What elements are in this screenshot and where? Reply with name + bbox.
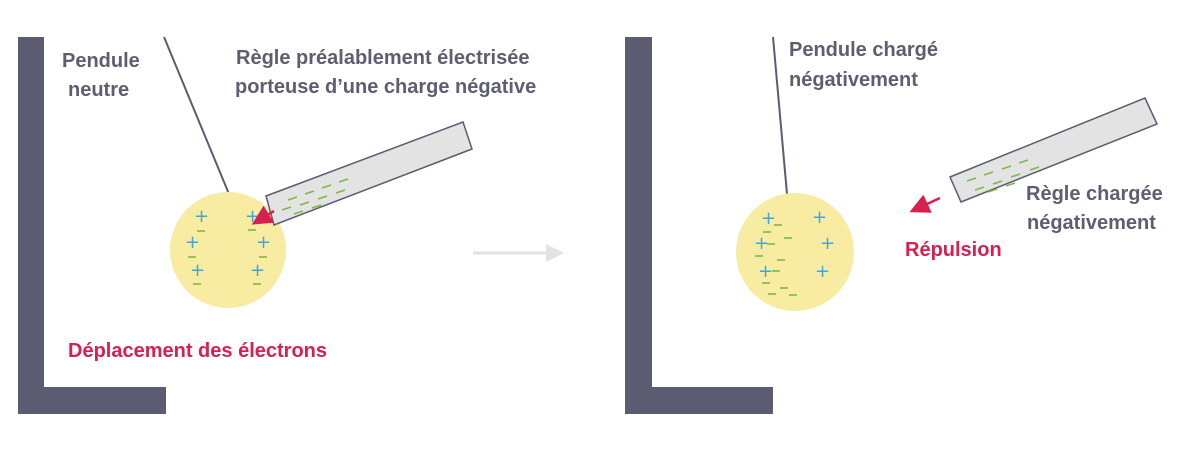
right-ruler-label: Règle chargée bbox=[1026, 183, 1163, 205]
left-ruler-label: Règle préalablement électrisée bbox=[236, 47, 529, 69]
left-pendulum-label: Pendule bbox=[62, 50, 140, 72]
right-ruler-label: négativement bbox=[1027, 212, 1156, 234]
charge-plus: + bbox=[256, 232, 271, 253]
charge-plus: + bbox=[812, 207, 827, 228]
left-ball-charges: + + + + + + bbox=[185, 206, 271, 285]
right-ball-minus-charges bbox=[755, 224, 797, 296]
left-stand bbox=[18, 37, 166, 414]
right-ball-charges: + + + + + + bbox=[754, 207, 835, 296]
charge-plus: + bbox=[754, 233, 769, 254]
left-ruler bbox=[265, 121, 473, 226]
left-ruler-body bbox=[265, 121, 473, 226]
electron-movement-arrow bbox=[251, 205, 275, 225]
left-pendulum-string bbox=[163, 36, 230, 195]
charge-plus: + bbox=[185, 232, 200, 253]
right-stand bbox=[625, 37, 773, 414]
right-ruler-charges bbox=[966, 159, 1040, 193]
charge-plus: + bbox=[761, 208, 776, 229]
charge-plus: + bbox=[820, 233, 835, 254]
left-ruler-charges bbox=[281, 178, 349, 215]
repulsion-caption: Répulsion bbox=[905, 239, 1002, 261]
left-panel: + + + + + + bbox=[18, 36, 536, 414]
charge-plus: + bbox=[758, 261, 773, 282]
electron-displacement-caption: Déplacement des électrons bbox=[68, 340, 327, 362]
right-pendulum-label: négativement bbox=[789, 69, 918, 91]
charge-plus: + bbox=[245, 206, 260, 227]
right-pendulum-label: Pendule chargé bbox=[789, 39, 938, 61]
repulsion-arrow bbox=[909, 194, 941, 213]
right-pendulum-string bbox=[772, 36, 788, 195]
right-panel: + + + + + + bbox=[625, 36, 1163, 414]
left-ruler-label: porteuse d’une charge négative bbox=[235, 76, 536, 98]
left-pendulum-label: neutre bbox=[68, 79, 129, 101]
charge-plus: + bbox=[815, 261, 830, 282]
right-ruler bbox=[949, 97, 1159, 203]
charge-plus: + bbox=[250, 260, 265, 281]
right-ruler-body bbox=[949, 97, 1159, 203]
right-pendulum-ball bbox=[736, 193, 854, 311]
charge-plus: + bbox=[194, 206, 209, 227]
charge-plus: + bbox=[190, 260, 205, 281]
